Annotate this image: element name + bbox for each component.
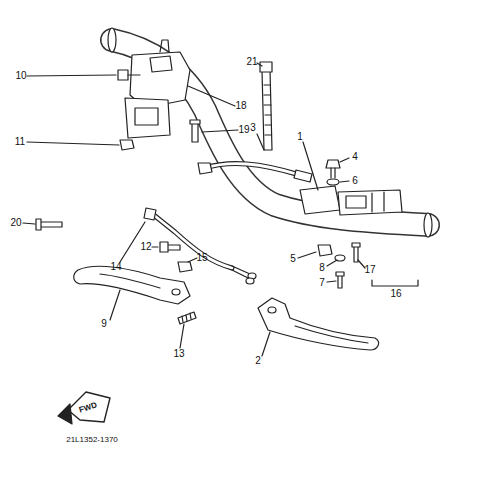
callout-number: 2 [255, 356, 261, 366]
callout-number: 18 [235, 101, 246, 111]
callout-number: 16 [390, 289, 401, 299]
callout-number: 4 [352, 152, 358, 162]
callout-number: 20 [10, 218, 21, 228]
callout-number: 5 [290, 254, 296, 264]
callout-number: 17 [364, 265, 375, 275]
callout-number: 21 [246, 57, 257, 67]
callout-number: 14 [110, 262, 121, 272]
callout-number: 8 [319, 263, 325, 273]
callout-number: 19 [238, 125, 249, 135]
callout-number: 3 [250, 123, 256, 133]
part-code: 21L1352-1370 [66, 436, 118, 444]
callout-number: 9 [101, 319, 107, 329]
callout-number: 10 [15, 71, 26, 81]
callout-number: 13 [173, 349, 184, 359]
callout-number: 7 [319, 278, 325, 288]
callout-number: 15 [196, 253, 207, 263]
callout-number: 6 [352, 176, 358, 186]
callout-number: 1 [297, 132, 303, 142]
callout-number: 11 [15, 137, 25, 147]
callout-number: 12 [140, 242, 151, 252]
